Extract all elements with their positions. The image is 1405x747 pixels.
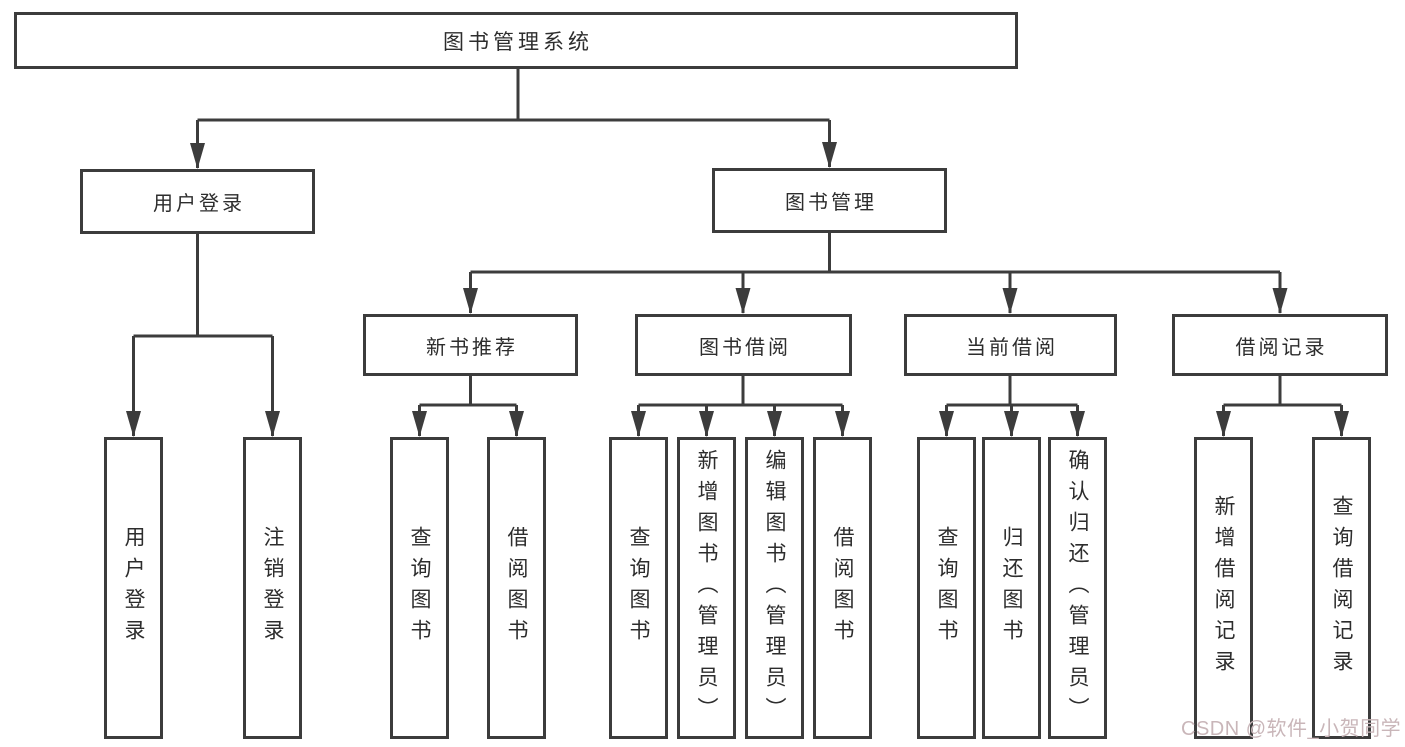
- node-new-book-recommend: 新书推荐: [363, 314, 578, 376]
- connector-book-borrow-branch: [631, 376, 850, 437]
- node-borrow-records: 借阅记录: [1172, 314, 1388, 376]
- node-book-management: 图书管理: [712, 168, 947, 233]
- leaf-query-books-current: 查询图书: [917, 437, 976, 739]
- leaf-edit-book-admin: 编辑图书（管理员）: [745, 437, 804, 739]
- leaf-confirm-return-admin: 确认归还（管理员）: [1048, 437, 1107, 739]
- connector-book-mgmt-branch: [463, 233, 1288, 314]
- csdn-watermark: CSDN @软件_小贺同学: [1181, 718, 1402, 740]
- connector-current-borrow-branch: [939, 376, 1085, 437]
- leaf-user-login: 用户登录: [104, 437, 163, 739]
- node-library-system-root: 图书管理系统: [14, 12, 1018, 69]
- node-current-borrow: 当前借阅: [904, 314, 1117, 376]
- leaf-add-borrow-record: 新增借阅记录: [1194, 437, 1253, 739]
- connector-user-login-branch: [126, 234, 280, 437]
- connector-borrow-records-branch: [1216, 376, 1349, 437]
- leaf-query-books-recommend: 查询图书: [390, 437, 449, 739]
- leaf-logout: 注销登录: [243, 437, 302, 739]
- leaf-add-book-admin: 新增图书（管理员）: [677, 437, 736, 739]
- node-book-borrow: 图书借阅: [635, 314, 852, 376]
- node-user-login: 用户登录: [80, 169, 315, 234]
- leaf-query-borrow-record: 查询借阅记录: [1312, 437, 1371, 739]
- leaf-borrow-books: 借阅图书: [813, 437, 872, 739]
- connector-new-book-branch: [412, 376, 524, 437]
- leaf-borrow-books-recommend: 借阅图书: [487, 437, 546, 739]
- leaf-query-books-borrow: 查询图书: [609, 437, 668, 739]
- connector-root-to-level2: [190, 69, 837, 169]
- leaf-return-book: 归还图书: [982, 437, 1041, 739]
